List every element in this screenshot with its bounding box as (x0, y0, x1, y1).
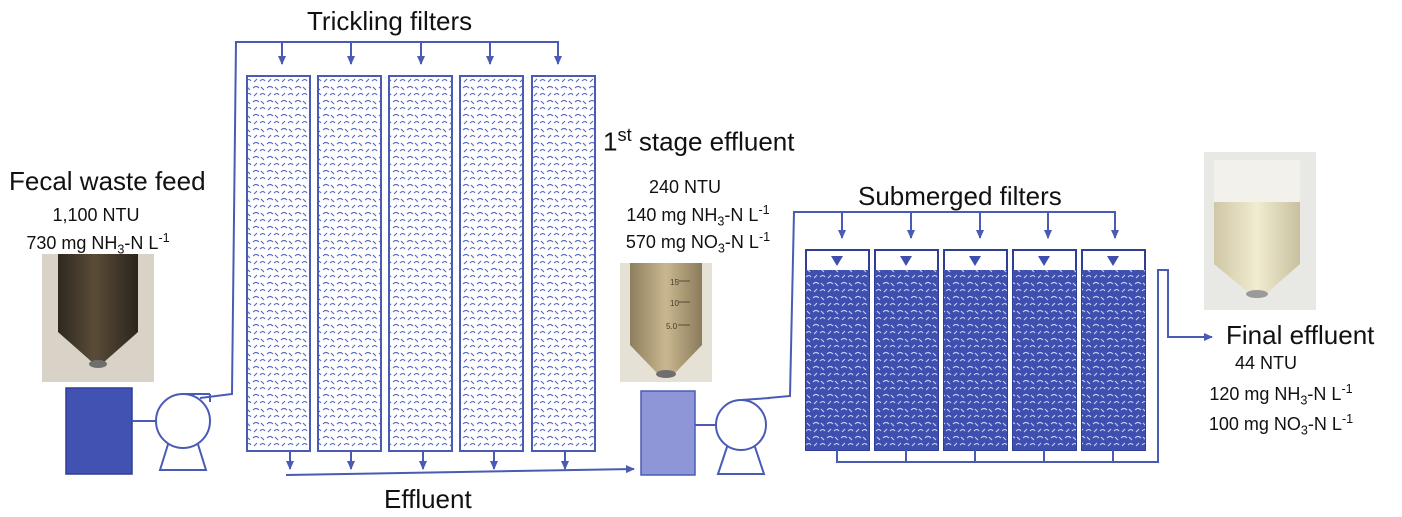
final-effluent-title: Final effluent (1226, 320, 1375, 350)
trickling-filter-4 (459, 75, 524, 452)
submerged-filter-5 (1081, 249, 1146, 451)
first-stage-sample-photo: 15 10 5.0 (620, 263, 712, 382)
feed-ntu: 1,100 NTU (52, 205, 140, 225)
feed-pump-icon (155, 393, 211, 471)
trickling-filters-title: Trickling filters (307, 6, 473, 36)
first-stage-no3: 570 mg NO3-N L-1 (625, 230, 771, 256)
trickling-filter-1 (246, 75, 311, 452)
final-sample-photo (1204, 152, 1316, 310)
submerged-feed-line (767, 211, 1119, 399)
feed-tank (65, 387, 133, 475)
final-no3: 100 mg NO3-N L-1 (1208, 412, 1354, 438)
submerged-filters-title: Submerged filters (858, 181, 1062, 211)
tube-mark-15: 15 (670, 278, 679, 287)
feed-nh3: 730 mg NH3-N L-1 (26, 231, 170, 257)
effluent-title: Effluent (384, 484, 472, 514)
feed-title: Fecal waste feed (9, 166, 206, 196)
first-stage-nh3: 140 mg NH3-N L-1 (626, 203, 770, 229)
tube-mark-5: 5.0 (666, 322, 678, 331)
second-pump-icon (715, 397, 771, 475)
submerged-outlet-line (836, 269, 1213, 463)
trickling-filter-2 (317, 75, 382, 452)
trickling-filter-3 (388, 75, 453, 452)
final-ntu: 44 NTU (1234, 353, 1298, 373)
submerged-filters (805, 249, 1146, 451)
submerged-filter-1 (805, 249, 870, 451)
submerged-filter-2 (874, 249, 939, 451)
submerged-filter-4 (1012, 249, 1077, 451)
final-nh3: 120 mg NH3-N L-1 (1209, 382, 1353, 408)
trickling-feed-line (199, 41, 562, 399)
trickling-filter-5 (531, 75, 596, 452)
first-stage-ntu: 240 NTU (648, 177, 722, 197)
trickling-effluent-line (285, 451, 635, 476)
feed-sample-photo (42, 254, 154, 382)
first-stage-tank (640, 390, 696, 476)
tube-mark-10: 10 (670, 299, 679, 308)
trickling-filters (246, 75, 596, 452)
first-stage-title: 1st stage effluent (603, 125, 795, 157)
submerged-filter-3 (943, 249, 1008, 451)
